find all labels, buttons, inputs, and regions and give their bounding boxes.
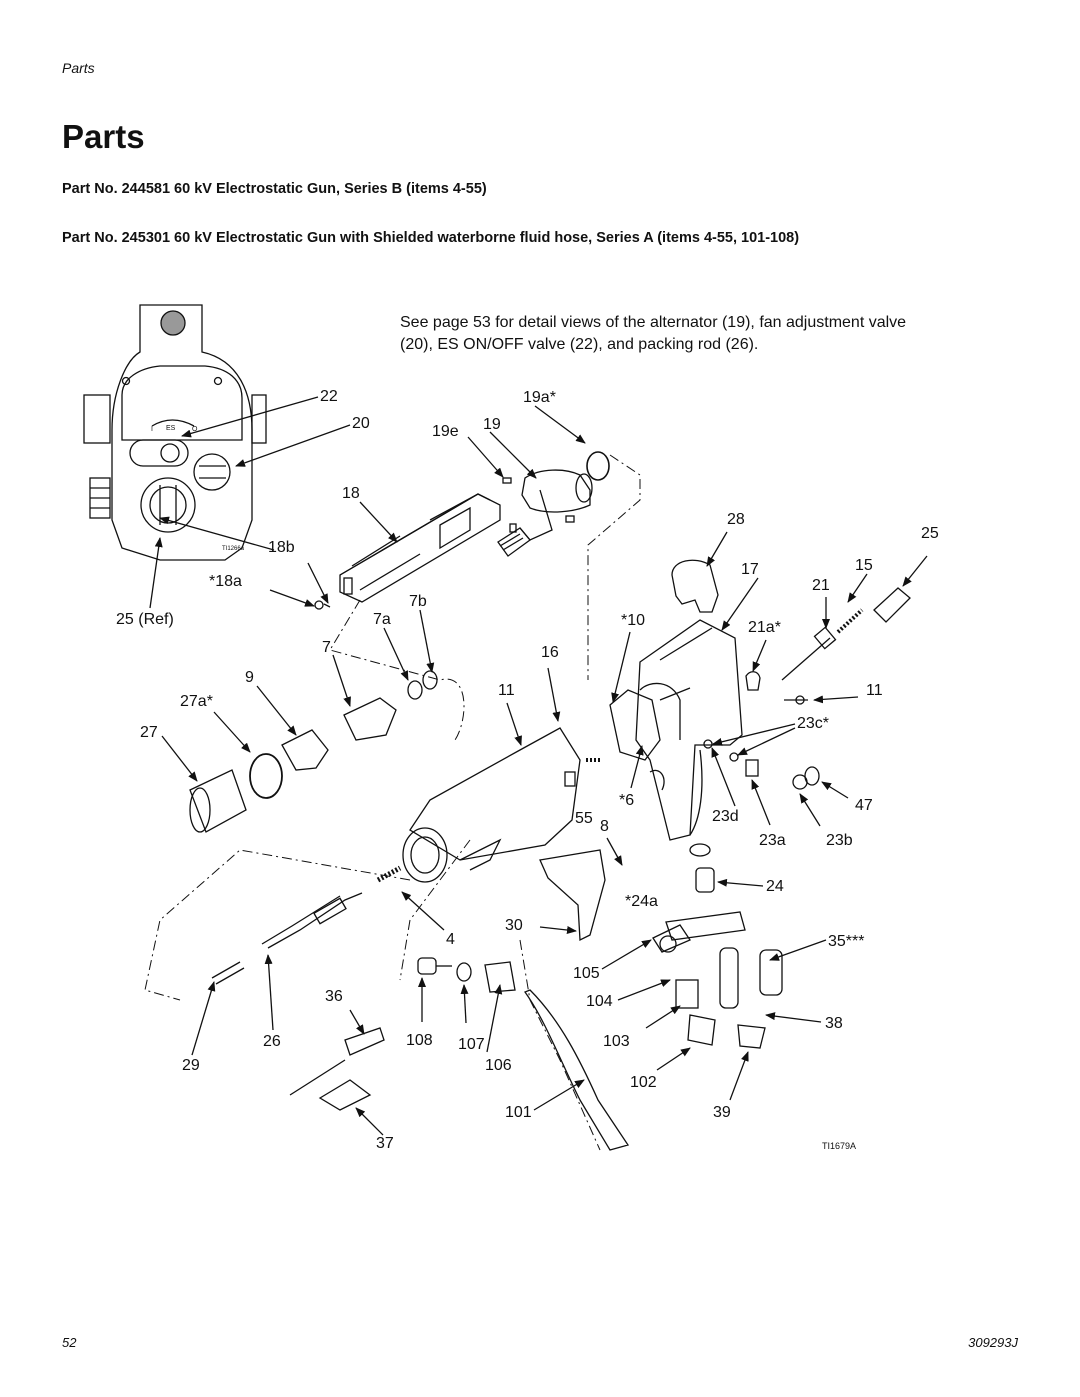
callout-108: 108 [406,1032,433,1049]
callout-18b: 18b [268,539,295,556]
callout-38: 38 [825,1015,843,1032]
gun-handle-body [635,619,743,841]
callout-107: 107 [458,1036,485,1053]
callout-19a: 19a* [523,389,556,406]
callout-6: *6 [619,792,634,809]
callout-16: 16 [541,644,559,661]
subheading-245301: Part No. 245301 60 kV Electrostatic Gun … [62,230,800,246]
document-number: 309293J [968,1335,1018,1350]
detail-note: See page 53 for detail views of the alte… [400,314,907,353]
callout-29: 29 [182,1057,200,1074]
callout-7: 7 [322,639,331,656]
callout-24a: *24a [625,893,658,910]
callout-102: 102 [630,1074,657,1091]
callout-26: 26 [263,1033,281,1050]
callout-9: 9 [245,669,254,686]
callout-arrows [149,396,928,1136]
waterborne-kit-parts [652,911,783,1049]
callout-24: 24 [766,878,784,895]
callout-19: 19 [483,416,501,433]
electrode-parts [211,865,402,985]
callout-22: 22 [320,388,338,405]
inset-figure-id: TI1266a [222,546,245,552]
callout-11-left: 11 [498,682,515,699]
callout-25: 25 [921,525,939,542]
callout-103: 103 [603,1033,630,1050]
callout-105: 105 [573,965,600,982]
subheading-244581: Part No. 244581 60 kV Electrostatic Gun,… [62,181,487,197]
fitting-parts [289,957,516,1111]
callout-106: 106 [485,1057,512,1074]
running-header: Parts [62,60,95,76]
callout-7a: 7a [373,611,391,628]
callout-15: 15 [855,557,873,574]
page-number: 52 [62,1335,77,1350]
assembly-center-lines [144,454,641,1151]
page-title: Parts [62,118,145,155]
callout-7b: 7b [409,593,427,610]
callout-10: *10 [621,612,645,629]
callout-28: 28 [727,511,745,528]
cap-28 [671,559,719,613]
callout-55: 55 [575,810,593,827]
trigger-and-hose [523,849,630,1151]
callout-23c: 23c* [797,715,829,732]
callout-25-ref: 25 (Ref) [116,611,174,628]
fan-valve-parts [745,587,911,691]
gun-barrel [402,727,600,883]
callout-101: 101 [505,1104,532,1121]
dial-mark-es: ES [166,425,176,432]
callout-20: 20 [352,415,370,432]
callout-39: 39 [713,1104,731,1121]
callout-36: 36 [325,988,343,1005]
o-ring-19a [586,451,610,481]
alternator [497,469,593,557]
callout-21: 21 [812,577,830,594]
front-parts [189,600,438,833]
dial-mark-i: I [151,426,153,433]
callout-11-right: 11 [866,682,883,699]
callout-18a: *18a [209,573,242,590]
callout-37: 37 [376,1135,394,1152]
callout-18: 18 [342,485,360,502]
figure-id: TI1679A [822,1141,856,1151]
callout-19e: 19e [432,423,459,440]
callout-4: 4 [446,931,455,948]
valve-small-parts [689,695,820,893]
callout-21a: 21a* [748,619,781,636]
callout-27: 27 [140,724,158,741]
callout-23b: 23b [826,832,853,849]
gun-rear-view: I ES O [83,304,267,561]
dial-mark-o: O [192,426,198,433]
alternator-housing [339,493,501,603]
gasket-10 [609,689,661,761]
callout-47: 47 [855,797,873,814]
callout-23a: 23a [759,832,786,849]
callout-27a: 27a* [180,693,213,710]
callout-30: 30 [505,917,523,934]
callout-8: 8 [600,818,609,835]
callout-23d: 23d [712,808,739,825]
callout-35: 35*** [828,933,864,950]
callout-104: 104 [586,993,613,1010]
callout-17: 17 [741,561,759,578]
